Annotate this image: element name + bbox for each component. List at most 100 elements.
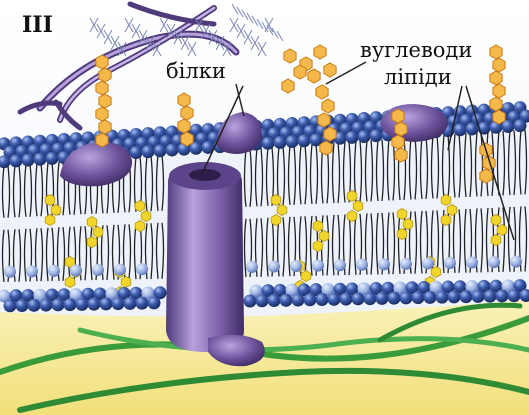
sugar-unit (392, 109, 404, 123)
sugar-unit (316, 85, 328, 99)
sugar-unit (493, 84, 505, 98)
lipid-head (412, 291, 425, 304)
lipid-head (16, 299, 29, 312)
sugar-unit (324, 127, 336, 141)
sugar-unit (99, 68, 111, 82)
lipid-head (92, 264, 104, 276)
cholesterol-ring (93, 227, 103, 238)
lipid-head (280, 294, 293, 307)
cholesterol-ring (51, 205, 61, 216)
cholesterol-ring (347, 211, 357, 222)
lipid-head (466, 122, 479, 135)
label-proteins: білки (166, 61, 226, 82)
lipid-head (40, 299, 53, 312)
sugar-unit (490, 45, 502, 59)
lipid-head (34, 153, 47, 166)
label-carbohydrates: вуглеводи (360, 40, 472, 61)
sugar-unit (96, 81, 108, 95)
sugar-unit (490, 71, 502, 85)
lipid-head (290, 260, 302, 272)
sugar-unit (318, 113, 330, 127)
lipid-head (424, 291, 437, 304)
cholesterol-ring (353, 201, 363, 212)
cholesterol-ring (87, 217, 97, 228)
lipid-head (148, 296, 161, 309)
lipid-head (454, 123, 467, 136)
sugar-unit (480, 169, 492, 183)
cholesterol-ring (135, 221, 145, 232)
cholesterol-ring (447, 205, 457, 216)
lipid-head (298, 134, 311, 147)
cholesterol-ring (441, 215, 451, 226)
sugar-unit (282, 79, 294, 93)
lipid-head (358, 130, 371, 143)
sugar-unit (314, 45, 326, 59)
sugar-unit (96, 107, 108, 121)
sugar-unit (493, 58, 505, 72)
cholesterol-ring (347, 191, 357, 202)
lipid-head (256, 294, 269, 307)
lipid-head (352, 292, 365, 305)
sugar-unit (181, 106, 193, 120)
lipid-head (4, 299, 17, 312)
cholesterol-ring (397, 229, 407, 240)
lipid-head (304, 293, 317, 306)
lipid-head (48, 265, 60, 277)
cholesterol-ring (45, 195, 55, 206)
peripheral-protein-right (380, 104, 448, 142)
sugar-unit (181, 132, 193, 146)
lipid-head (10, 154, 23, 167)
lipid-head (370, 129, 383, 142)
sugar-unit (99, 120, 111, 134)
lipid-head (340, 293, 353, 306)
cholesterol-ring (135, 201, 145, 212)
cholesterol-ring (65, 277, 75, 288)
sugar-unit (395, 148, 407, 162)
lipid-head (268, 261, 280, 273)
lipid-head (356, 259, 368, 271)
lipid-head (388, 292, 401, 305)
lipid-head (124, 297, 137, 310)
lipid-head (246, 261, 258, 273)
sugar-unit (99, 94, 111, 108)
lipid-head (112, 297, 125, 310)
lipid-head (378, 258, 390, 270)
cholesterol-ring (271, 215, 281, 226)
lipid-head (136, 263, 148, 275)
sugar-unit (493, 110, 505, 124)
lipid-head (114, 264, 126, 276)
lipid-head (268, 294, 281, 307)
label-lipids: ліпіди (384, 67, 452, 88)
sugar-unit (294, 65, 306, 79)
lipid-head (88, 298, 101, 311)
lipid-head (100, 297, 113, 310)
sugar-unit (392, 135, 404, 149)
cholesterol-ring (319, 231, 329, 242)
sugar-unit (308, 69, 320, 83)
cholesterol-ring (491, 215, 501, 226)
lipid-head (472, 290, 485, 303)
panel-label: III (18, 14, 57, 36)
cholesterol-ring (397, 209, 407, 220)
lipid-head (316, 293, 329, 306)
lipid-head (444, 257, 456, 269)
lipid-head (262, 137, 275, 150)
cholesterol-ring (313, 221, 323, 232)
cholesterol-ring (431, 267, 441, 278)
sugar-unit (178, 119, 190, 133)
lipid-head (22, 154, 35, 167)
lipid-head (328, 293, 341, 306)
lipid-head (166, 143, 179, 156)
lipid-head (28, 299, 41, 312)
lipid-head (376, 292, 389, 305)
cholesterol-ring (277, 205, 287, 216)
lipid-head (4, 266, 16, 278)
sugar-unit (284, 49, 296, 63)
lipid-head (154, 144, 167, 157)
cholesterol-ring (497, 225, 507, 236)
sugar-unit (490, 97, 502, 111)
lipid-head (496, 289, 509, 302)
cholesterol-ring (491, 235, 501, 246)
